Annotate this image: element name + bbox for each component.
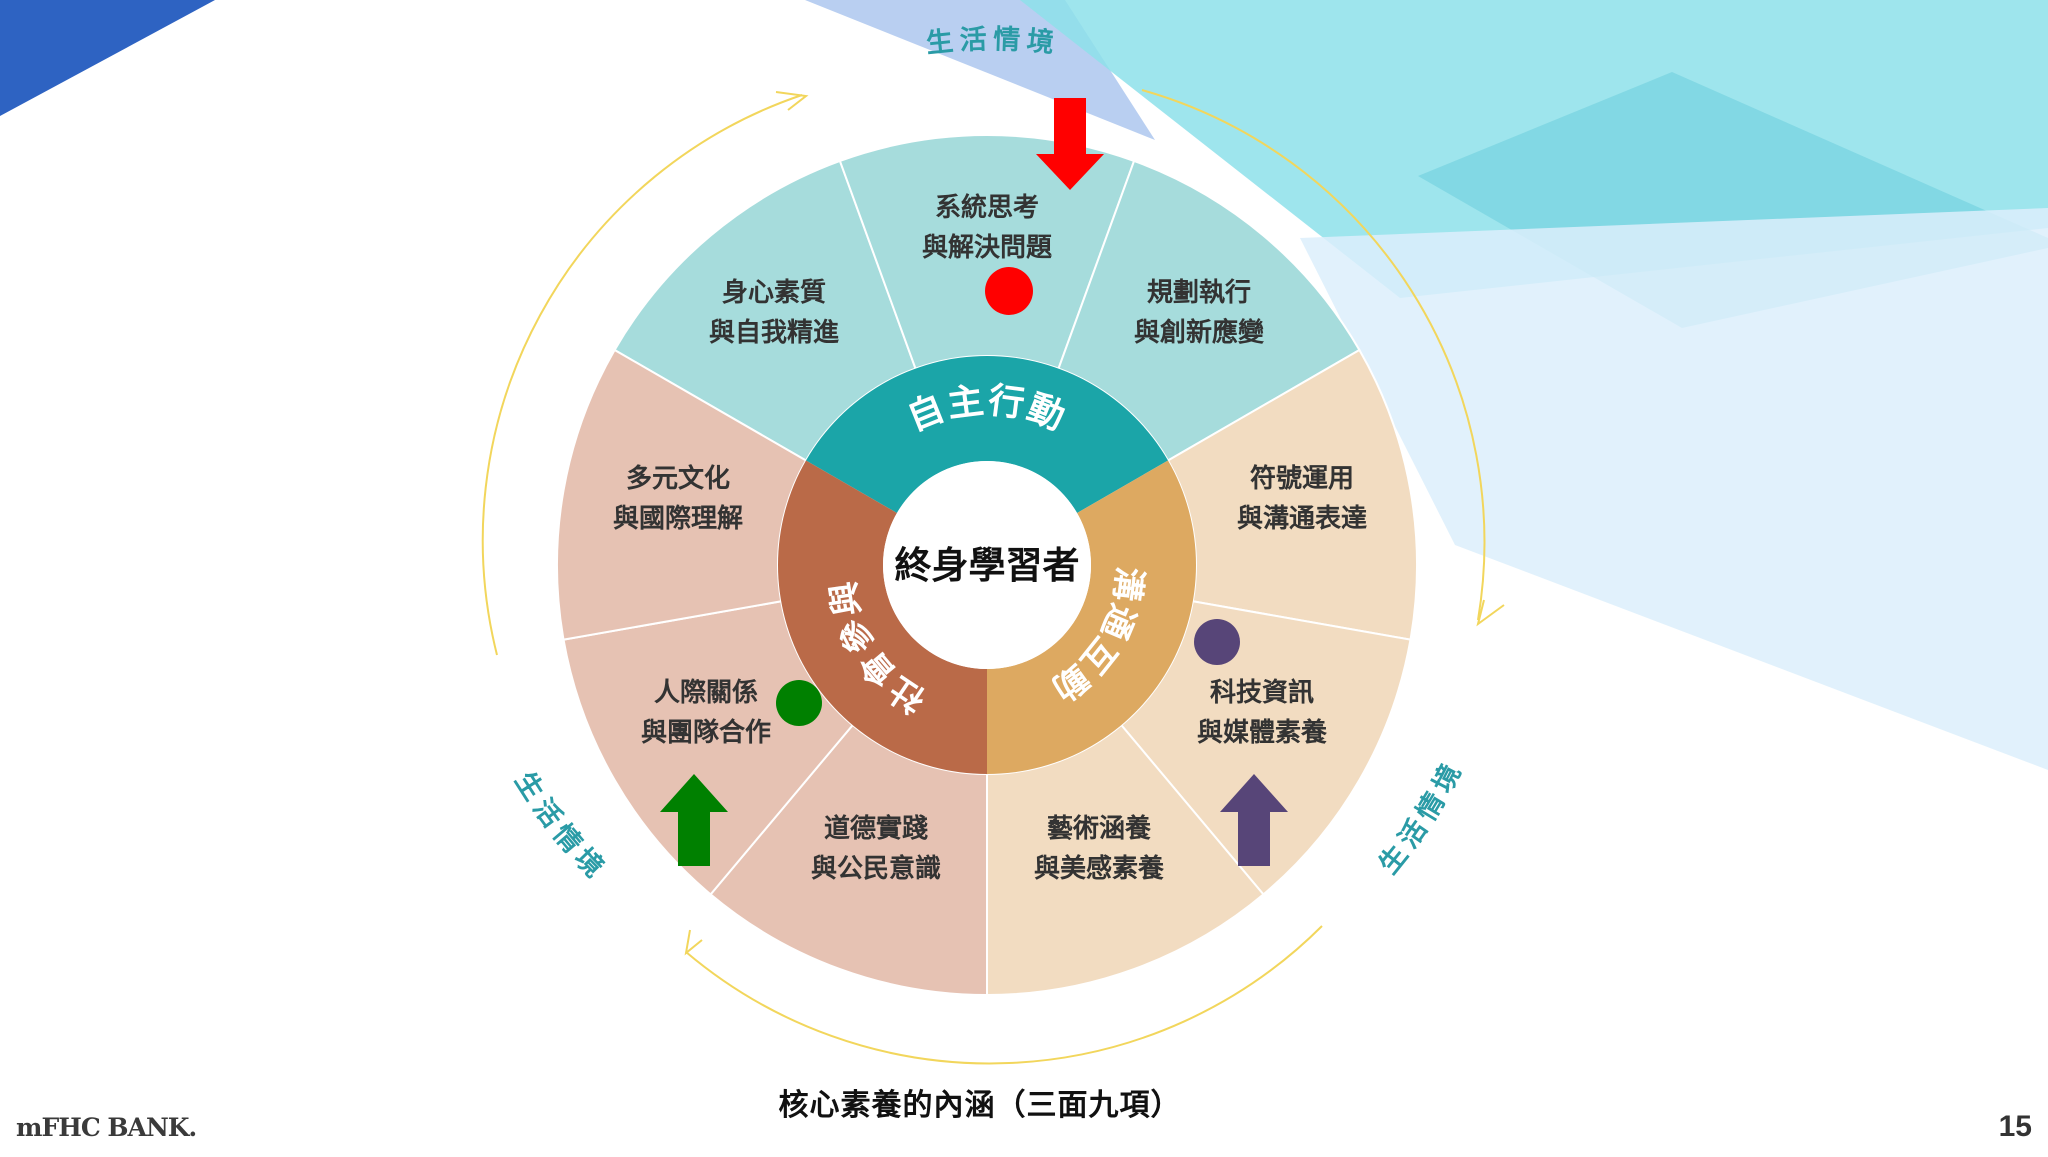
item-label-self-cultivation-line1: 身心素質 (722, 277, 826, 308)
dimension-ring-segment (806, 356, 1168, 513)
context-arc-arrowhead-bottom (684, 929, 703, 956)
item-label-planning-execution-line2: 與創新應變 (1134, 317, 1265, 348)
context-label-right-text: 生活情境 (1373, 754, 1464, 880)
context-arcs (481, 89, 1505, 1065)
purple-up-arrow-icon (1220, 774, 1288, 866)
item-label-systems-thinking-line2: 與解決問題 (922, 233, 1053, 263)
page-number: 15 (1998, 1110, 2032, 1143)
center-disc (883, 461, 1091, 669)
context-label-left: 生活情境 (509, 767, 614, 888)
dimension-ring-segment (778, 460, 987, 774)
context-label-top: 生活情境 (925, 24, 1062, 59)
red-marker-dot (985, 267, 1033, 315)
item-label-planning-execution-line1: 規劃執行 (1147, 277, 1251, 308)
red-down-arrow-icon (1036, 98, 1104, 190)
top-left-blue-band (0, 0, 215, 116)
purple-marker-dot (1194, 619, 1240, 665)
context-arc-arrowhead-left (775, 91, 809, 111)
background-decoration (0, 0, 2048, 770)
brand-logo: mFHC BANK. (16, 1113, 197, 1142)
context-arc-right (1141, 89, 1486, 621)
item-label-symbol-communication-line2: 與溝通表達 (1237, 504, 1367, 534)
competency-sectors (556, 133, 1418, 997)
center-label: 終身學習者 (895, 544, 1080, 587)
item-label-moral-civic-line1: 道德實踐 (824, 813, 928, 844)
item-label-tech-media-literacy-line1: 科技資訊 (1210, 677, 1314, 708)
item-label-symbol-communication-line1: 符號運用 (1250, 463, 1354, 494)
item-label-arts-aesthetics-line2: 與美感素養 (1034, 853, 1165, 884)
item-label-moral-civic-line2: 與公民意識 (811, 853, 941, 884)
context-label-top-text: 生活情境 (925, 24, 1056, 59)
context-arc-bottom (685, 925, 1323, 1065)
item-label-tech-media-literacy-line2: 與媒體素養 (1197, 718, 1328, 748)
dimension-ring-segment (987, 460, 1196, 774)
item-label-multicultural-global-line1: 多元文化 (626, 463, 730, 494)
green-marker-dot (776, 680, 822, 726)
item-label-self-cultivation-line2: 與自我精進 (709, 317, 839, 348)
green-up-arrow-icon (660, 774, 728, 866)
dimension-ring (778, 356, 1196, 774)
context-label-left-text: 生活情境 (509, 767, 608, 888)
context-label-right: 生活情境 (1373, 754, 1470, 880)
item-label-interpersonal-teamwork-line1: 人際關係 (654, 678, 758, 708)
pale-blue-panel (1300, 208, 2048, 770)
context-arc-left (481, 94, 803, 656)
item-label-arts-aesthetics-line1: 藝術涵養 (1047, 814, 1152, 844)
item-label-interpersonal-teamwork-line2: 與團隊合作 (641, 717, 771, 748)
item-label-systems-thinking-line1: 系統思考 (935, 192, 1039, 223)
item-label-multicultural-global-line2: 與國際理解 (613, 504, 743, 534)
slide-caption: 核心素養的內涵（三面九項） (778, 1088, 1182, 1123)
context-arc-arrowhead-right (1476, 599, 1505, 627)
